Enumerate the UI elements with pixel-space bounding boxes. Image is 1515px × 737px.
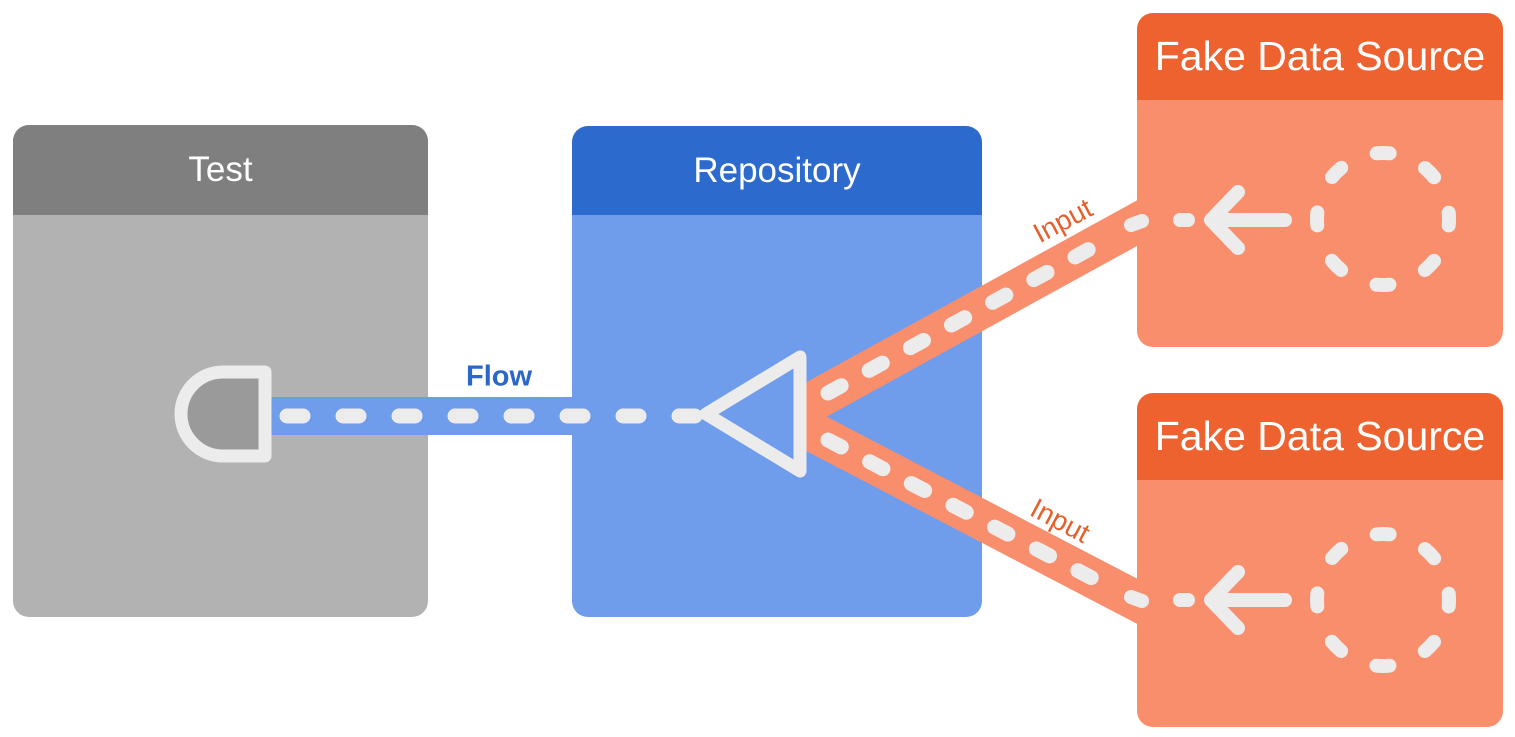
node-fake-data-source-bottom-header: Fake Data Source: [1137, 393, 1503, 480]
flow-edge-label: Flow: [465, 360, 533, 393]
node-test-header: Test: [13, 125, 428, 215]
node-fake-data-source-top-title: Fake Data Source: [1154, 33, 1486, 79]
node-repository: Repository: [572, 126, 982, 617]
node-test: Test: [13, 125, 428, 617]
input-top-edge-label: Input: [1027, 192, 1098, 249]
node-fake-data-source-top-header: Fake Data Source: [1137, 13, 1503, 100]
node-repository-header: Repository: [572, 126, 982, 215]
node-fake-data-source-bottom-title: Fake Data Source: [1154, 413, 1486, 459]
node-fake-data-source-top-body: [1137, 100, 1503, 347]
input-bottom-edge-label: Input: [1025, 492, 1096, 549]
node-test-title: Test: [188, 150, 253, 189]
node-repository-title: Repository: [693, 150, 861, 190]
node-fake-data-source-top: Fake Data Source: [1137, 13, 1503, 347]
node-repository-body: [572, 215, 982, 617]
node-fake-data-source-bottom-body: [1137, 480, 1503, 727]
node-fake-data-source-bottom: Fake Data Source: [1137, 393, 1503, 727]
node-test-body: [13, 215, 428, 617]
